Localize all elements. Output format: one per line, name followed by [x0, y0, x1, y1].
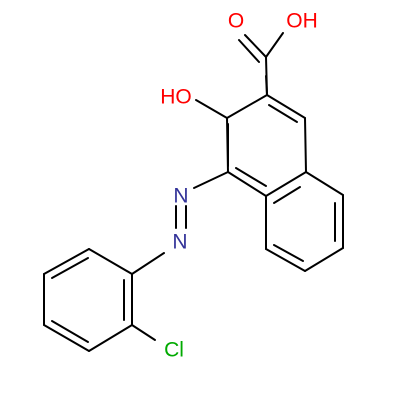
bond	[304, 117, 307, 173]
bond	[88, 324, 133, 352]
bond	[265, 32, 284, 58]
bond	[244, 34, 267, 58]
bond	[268, 104, 298, 123]
chlorophenyl-ring	[43, 248, 156, 352]
carboxyl-group	[238, 32, 284, 96]
azo-n2-label: N	[172, 231, 187, 254]
bond	[226, 94, 268, 119]
bond	[43, 324, 90, 352]
bond	[265, 171, 307, 197]
bond	[131, 324, 156, 341]
bond	[43, 248, 90, 275]
bond	[193, 171, 229, 189]
carboxyl-oh-label: OH	[286, 10, 318, 33]
chlorine-label: Cl	[164, 339, 184, 362]
naphthalene-ring-a	[226, 75, 307, 197]
bond	[88, 248, 133, 275]
bond	[227, 171, 267, 197]
hydroxyl-label: HO	[160, 86, 192, 109]
bond	[238, 39, 260, 63]
bond	[273, 186, 301, 204]
azo-n1-label: N	[173, 185, 188, 208]
carboxyl-o-label: O	[228, 10, 244, 33]
bond	[51, 257, 89, 279]
bond	[51, 320, 89, 343]
hydroxyl-bond	[195, 99, 228, 119]
bond	[265, 56, 268, 96]
bond	[273, 244, 304, 262]
bond	[304, 247, 344, 272]
azo-linkage	[131, 171, 229, 275]
bond	[266, 94, 306, 119]
bond	[131, 252, 165, 275]
bond	[235, 167, 267, 187]
bond	[265, 248, 306, 272]
bond	[305, 171, 344, 196]
naphthalene-ring-b	[265, 171, 344, 272]
